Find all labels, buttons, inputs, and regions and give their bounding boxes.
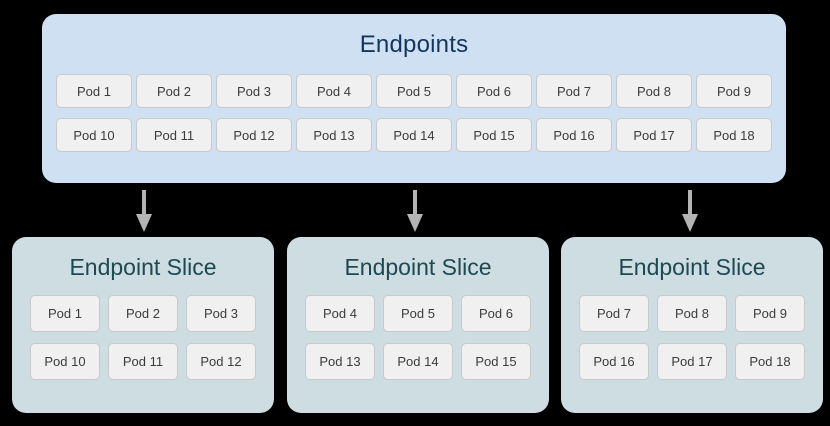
pod-box[interactable]: Pod 11: [136, 118, 212, 152]
pod-box[interactable]: Pod 8: [616, 74, 692, 108]
pod-box[interactable]: Pod 1: [56, 74, 132, 108]
slice-pod-row-1: Pod 1 Pod 2 Pod 3: [30, 295, 256, 332]
pod-box[interactable]: Pod 13: [296, 118, 372, 152]
endpoints-pod-grid: Pod 1 Pod 2 Pod 3 Pod 4 Pod 5 Pod 6 Pod …: [56, 74, 772, 152]
pod-box[interactable]: Pod 6: [456, 74, 532, 108]
pod-box[interactable]: Pod 18: [735, 343, 805, 380]
endpoint-slice-title: Endpoint Slice: [618, 254, 766, 280]
endpoints-title: Endpoints: [359, 31, 469, 58]
endpoints-container: Endpoints Pod 1 Pod 2 Pod 3 Pod 4 Pod 5 …: [42, 14, 786, 183]
pod-box[interactable]: Pod 9: [696, 74, 772, 108]
pod-box[interactable]: Pod 3: [186, 295, 256, 332]
pod-box[interactable]: Pod 18: [696, 118, 772, 152]
pod-box[interactable]: Pod 15: [461, 343, 531, 380]
endpoints-pod-row-2: Pod 10 Pod 11 Pod 12 Pod 13 Pod 14 Pod 1…: [56, 118, 772, 152]
pod-box[interactable]: Pod 2: [136, 74, 212, 108]
pod-box[interactable]: Pod 12: [216, 118, 292, 152]
pod-box[interactable]: Pod 16: [536, 118, 612, 152]
pod-box[interactable]: Pod 6: [461, 295, 531, 332]
pod-box[interactable]: Pod 3: [216, 74, 292, 108]
pod-box[interactable]: Pod 11: [108, 343, 178, 380]
arrow-down-icon: [133, 190, 155, 232]
pod-box[interactable]: Pod 13: [305, 343, 375, 380]
slice-pod-row-2: Pod 10 Pod 11 Pod 12: [30, 343, 256, 380]
pod-box[interactable]: Pod 14: [376, 118, 452, 152]
slice-pod-grid: Pod 1 Pod 2 Pod 3 Pod 10 Pod 11 Pod 12: [30, 295, 256, 391]
pod-box[interactable]: Pod 8: [657, 295, 727, 332]
pod-box[interactable]: Pod 4: [305, 295, 375, 332]
slice-pod-row-1: Pod 7 Pod 8 Pod 9: [579, 295, 805, 332]
endpoint-slice-container-3: Endpoint Slice Pod 7 Pod 8 Pod 9 Pod 16 …: [561, 237, 823, 413]
slice-pod-grid: Pod 4 Pod 5 Pod 6 Pod 13 Pod 14 Pod 15: [305, 295, 531, 391]
pod-box[interactable]: Pod 4: [296, 74, 372, 108]
slice-pod-row-1: Pod 4 Pod 5 Pod 6: [305, 295, 531, 332]
endpoint-slice-title: Endpoint Slice: [344, 254, 492, 280]
endpoint-slice-container-1: Endpoint Slice Pod 1 Pod 2 Pod 3 Pod 10 …: [12, 237, 274, 413]
pod-box[interactable]: Pod 10: [56, 118, 132, 152]
pod-box[interactable]: Pod 10: [30, 343, 100, 380]
pod-box[interactable]: Pod 5: [383, 295, 453, 332]
pod-box[interactable]: Pod 17: [616, 118, 692, 152]
pod-box[interactable]: Pod 1: [30, 295, 100, 332]
slice-pod-grid: Pod 7 Pod 8 Pod 9 Pod 16 Pod 17 Pod 18: [579, 295, 805, 391]
pod-box[interactable]: Pod 2: [108, 295, 178, 332]
pod-box[interactable]: Pod 14: [383, 343, 453, 380]
arrow-down-icon: [679, 190, 701, 232]
pod-box[interactable]: Pod 17: [657, 343, 727, 380]
endpoints-pod-row-1: Pod 1 Pod 2 Pod 3 Pod 4 Pod 5 Pod 6 Pod …: [56, 74, 772, 108]
pod-box[interactable]: Pod 15: [456, 118, 532, 152]
pod-box[interactable]: Pod 7: [579, 295, 649, 332]
endpoint-slice-container-2: Endpoint Slice Pod 4 Pod 5 Pod 6 Pod 13 …: [287, 237, 549, 413]
pod-box[interactable]: Pod 12: [186, 343, 256, 380]
pod-box[interactable]: Pod 16: [579, 343, 649, 380]
slice-pod-row-2: Pod 13 Pod 14 Pod 15: [305, 343, 531, 380]
endpoint-slice-title: Endpoint Slice: [69, 254, 217, 280]
pod-box[interactable]: Pod 9: [735, 295, 805, 332]
pod-box[interactable]: Pod 7: [536, 74, 612, 108]
slice-pod-row-2: Pod 16 Pod 17 Pod 18: [579, 343, 805, 380]
pod-box[interactable]: Pod 5: [376, 74, 452, 108]
arrow-down-icon: [404, 190, 426, 232]
